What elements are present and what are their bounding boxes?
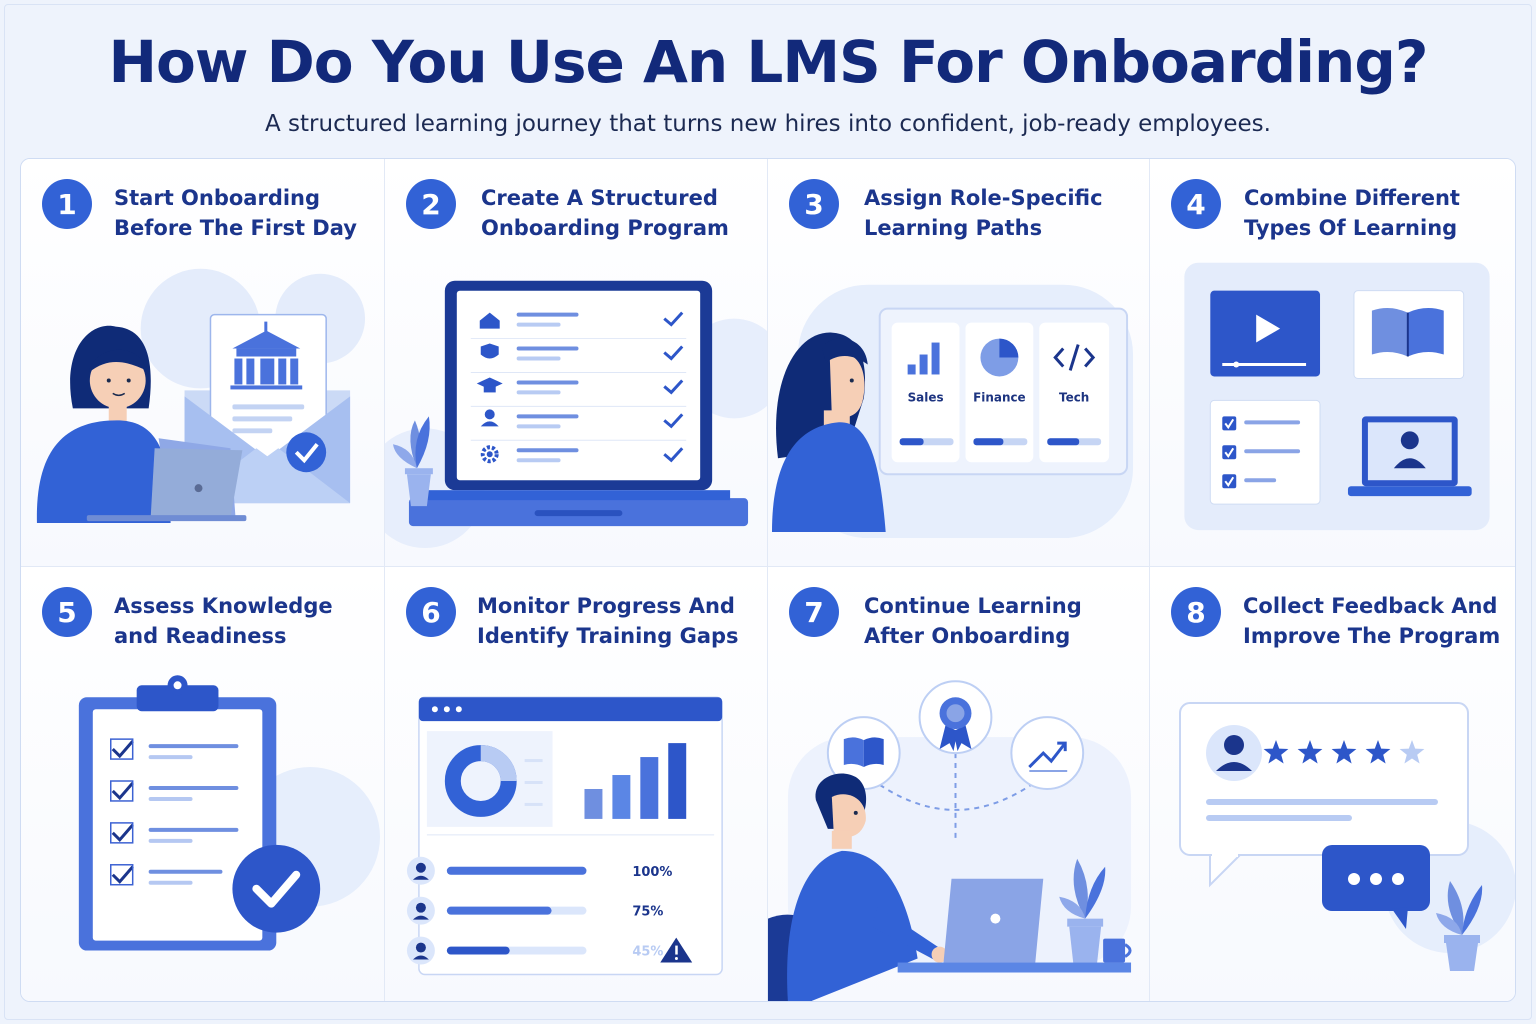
- book-icon: [826, 716, 901, 790]
- progress-row: 45%: [406, 936, 693, 965]
- step-title-line: Start Onboarding: [114, 186, 321, 210]
- step-title: Assess Knowledge and Readiness: [114, 591, 374, 651]
- step-title-line: Continue Learning: [864, 594, 1082, 618]
- envelope-illustration: [36, 268, 366, 524]
- warning-icon: [660, 937, 693, 963]
- star-icon: [1399, 740, 1425, 764]
- step-title: Continue Learning After Onboarding: [864, 591, 1124, 651]
- feedback-illustration: [1179, 702, 1515, 971]
- step-title-line: Identify Training Gaps: [477, 624, 739, 648]
- star-icon: [1263, 740, 1289, 764]
- step-7-card: 7 Continue Learning After Onboarding: [768, 567, 1150, 1001]
- laptop-checklist-illustration: [385, 280, 767, 548]
- progress-rows: 100% 75% 45%: [406, 856, 693, 965]
- progress-fill: [446, 946, 510, 955]
- step-title-line: Assess Knowledge: [114, 594, 333, 618]
- progress-row: 100%: [406, 856, 672, 885]
- step-title-line: Collect Feedback And: [1243, 594, 1498, 618]
- checklist-rows: [470, 311, 687, 464]
- book-icon: [1353, 290, 1465, 379]
- growth-chart-icon: [1010, 716, 1085, 790]
- media-types-illustration: [1184, 262, 1490, 531]
- star-icon: [1297, 740, 1323, 764]
- avatar: [1206, 725, 1262, 781]
- step-title-line: Create A Structured: [481, 186, 718, 210]
- clipboard-illustration: [78, 675, 381, 951]
- step-number-badge: 8: [1171, 587, 1221, 637]
- step-4-card: 4 Combine Different Types Of Learning: [1150, 159, 1515, 567]
- step-title: Assign Role-Specific Learning Paths: [864, 183, 1124, 243]
- step-number-badge: 4: [1171, 179, 1221, 229]
- plant-icon: [1436, 881, 1483, 971]
- step-title-line: Types Of Learning: [1244, 216, 1458, 240]
- step-6-card: 100% 75% 45% 6 Monitor Progress And Identi…: [385, 567, 768, 1001]
- progress-label: 75%: [632, 905, 663, 920]
- video-icon: [1210, 290, 1321, 377]
- role-card-sales: Sales: [891, 322, 960, 463]
- step-number-badge: 2: [406, 179, 456, 229]
- steps-grid: 1 Start Onboarding Before The First Day: [20, 158, 1516, 1002]
- progress-fill: [446, 906, 552, 915]
- step-8-card: 8 Collect Feedback And Improve The Progr…: [1150, 567, 1515, 1001]
- page-subtitle: A structured learning journey that turns…: [265, 111, 1271, 137]
- step-title-line: Learning Paths: [864, 216, 1043, 240]
- step-title-line: After Onboarding: [864, 624, 1071, 648]
- award-ribbon-icon: [918, 680, 993, 755]
- progress-label: 45%: [632, 945, 663, 960]
- step-title: Start Onboarding Before The First Day: [114, 183, 374, 243]
- step-title-line: Onboarding Program: [481, 216, 729, 240]
- role-label: Sales: [908, 390, 944, 404]
- step-title: Create A Structured Onboarding Program: [481, 183, 741, 243]
- step-number-badge: 6: [406, 587, 456, 637]
- step-title: Collect Feedback And Improve The Program: [1243, 591, 1513, 651]
- star-icon: [1365, 740, 1391, 764]
- star-icon: [1331, 740, 1357, 764]
- role-label: Tech: [1059, 390, 1089, 404]
- role-card-tech: Tech: [1039, 322, 1110, 463]
- step-title-line: Assign Role-Specific: [864, 186, 1103, 210]
- step-number-badge: 3: [789, 179, 839, 229]
- page-title: How Do You Use An LMS For Onboarding?: [108, 28, 1429, 96]
- rating-stars: [1263, 740, 1425, 764]
- step-title: Monitor Progress And Identify Training G…: [477, 591, 757, 651]
- step-title-line: and Readiness: [114, 624, 287, 648]
- chat-bubble-icon: [1322, 845, 1430, 929]
- role-label: Finance: [973, 390, 1026, 404]
- role-paths-illustration: Sales Finance Tech: [771, 284, 1134, 539]
- plant-icon: [392, 416, 433, 507]
- progress-row: 75%: [406, 896, 663, 925]
- step-2-card: 2 Create A Structured Onboarding Program: [385, 159, 768, 567]
- role-card-finance: Finance: [965, 322, 1034, 463]
- step-title-line: Before The First Day: [114, 216, 357, 240]
- step-title: Combine Different Types Of Learning: [1244, 183, 1504, 243]
- step-title-line: Improve The Program: [1243, 624, 1501, 648]
- step-5-card: 5 Assess Knowledge and Readiness: [21, 567, 385, 1001]
- video-call-icon: [1347, 416, 1472, 497]
- step-title-line: Monitor Progress And: [477, 594, 735, 618]
- step-1-card: 1 Start Onboarding Before The First Day: [21, 159, 385, 567]
- step-3-card: Sales Finance Tech: [768, 159, 1150, 567]
- continue-learning-illustration: [768, 680, 1132, 1001]
- step-number-badge: 5: [42, 587, 92, 637]
- plant-icon: [1059, 858, 1106, 963]
- progress-fill: [446, 866, 587, 875]
- step-number-badge: 1: [42, 179, 92, 229]
- step-number-badge: 7: [789, 587, 839, 637]
- progress-label: 100%: [632, 865, 672, 880]
- step-title-line: Combine Different: [1244, 186, 1460, 210]
- checklist-icon: [1209, 399, 1321, 505]
- progress-dashboard-illustration: 100% 75% 45%: [406, 696, 723, 976]
